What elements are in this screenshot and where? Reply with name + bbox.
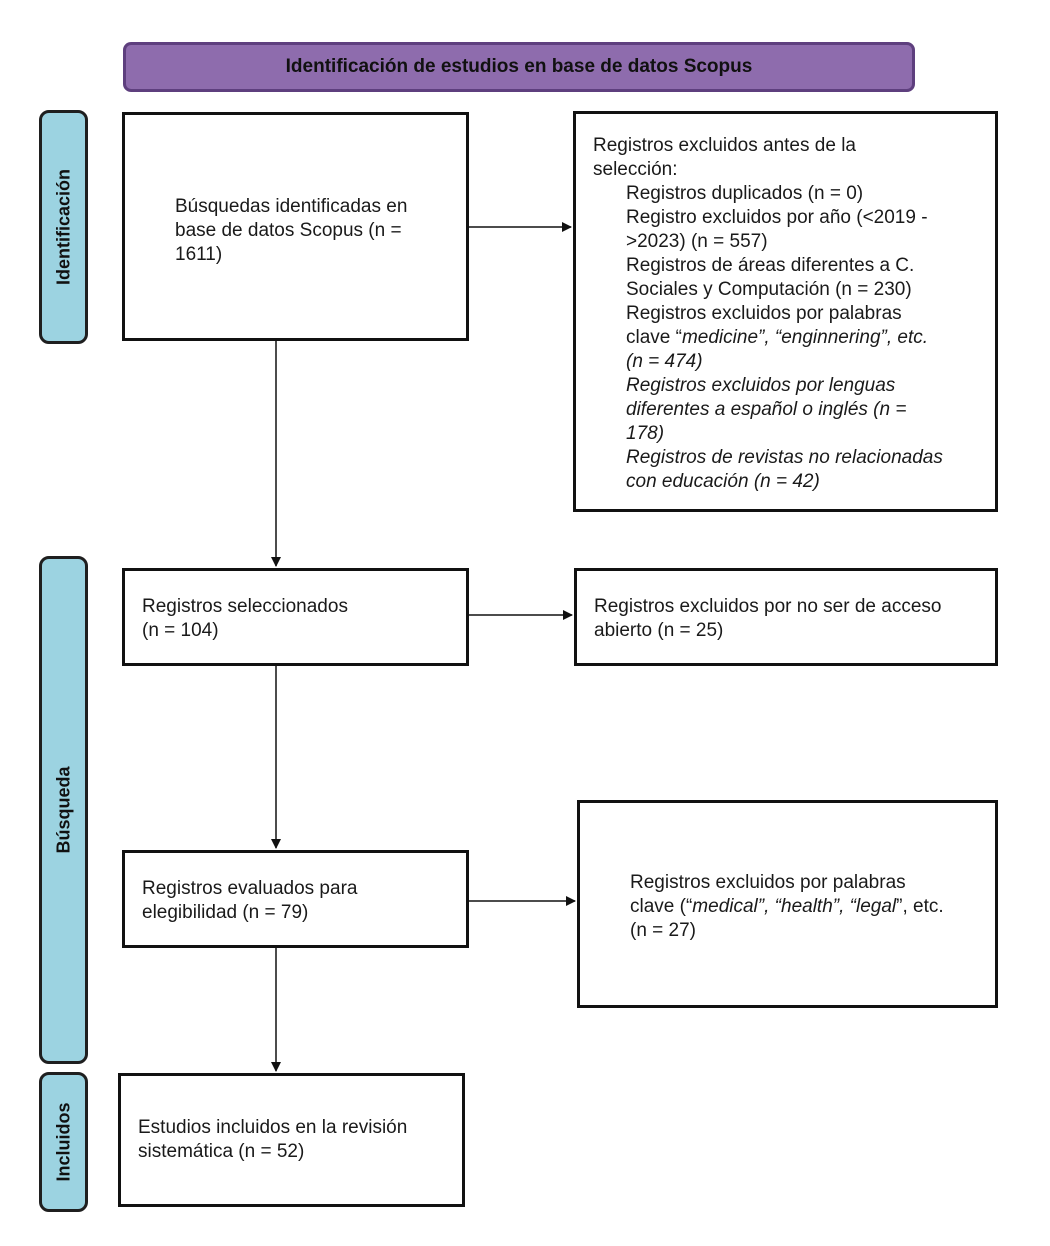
included-studies-box: Estudios incluidos en la revisión sistem… xyxy=(118,1073,465,1207)
excluded-year-1: Registro excluidos por año (<2019 - xyxy=(626,207,928,228)
identified-line-2: base de datos Scopus (n = xyxy=(175,220,402,241)
excluded-duplicates: Registros duplicados (n = 0) xyxy=(626,183,864,204)
excluded-before-heading-1: Registros excluidos antes de la xyxy=(593,135,856,156)
excluded-kw-line-1: Registros excluidos por palabras xyxy=(630,872,906,893)
selected-line-1: Registros seleccionados xyxy=(142,596,348,617)
excluded-open-line-2: abierto (n = 25) xyxy=(594,620,724,641)
excluded-keywords-2: clave “medicine”, “enginnering”, etc. xyxy=(593,326,943,350)
excluded-kw-line-2-c: ”, “ xyxy=(757,896,781,917)
evaluated-line-2: elegibilidad (n = 79) xyxy=(142,902,309,923)
header-title: Identificación de estudios en base de da… xyxy=(123,42,915,92)
included-line-2: sistemática (n = 52) xyxy=(138,1141,305,1162)
excluded-keywords-2-italic: medicine”, “enginnering”, etc. xyxy=(681,327,929,348)
excluded-kw-medical: medical xyxy=(692,896,758,917)
excluded-areas-2: Sociales y Computación (n = 230) xyxy=(626,279,912,300)
excluded-keywords-1: Registros excluidos por palabras xyxy=(626,303,902,324)
selected-line-2: (n = 104) xyxy=(142,620,219,641)
excluded-kw-line-2-e: ”, “ xyxy=(832,896,856,917)
excluded-kw-line-2-g: ”, etc. xyxy=(896,896,944,917)
excluded-areas-1: Registros de áreas diferentes a C. xyxy=(626,255,915,276)
phase-incluidos: Incluidos xyxy=(39,1072,88,1212)
excluded-kw-legal: legal xyxy=(856,896,897,917)
included-line-1: Estudios incluidos en la revisión xyxy=(138,1117,408,1138)
excluded-open-access-box: Registros excluidos por no ser de acceso… xyxy=(574,568,998,666)
excluded-keywords-count: (n = 474) xyxy=(626,351,703,372)
excluded-kw-health: health xyxy=(781,896,833,917)
excluded-year-2: >2023) (n = 557) xyxy=(626,231,768,252)
phase-busqueda: Búsqueda xyxy=(39,556,88,1064)
identified-records-box: Búsquedas identificadas en base de datos… xyxy=(122,112,469,341)
identified-line-1: Búsquedas identificadas en xyxy=(175,196,408,217)
excluded-before-heading-2: selección: xyxy=(593,159,678,180)
excluded-keywords-2-prefix: clave “ xyxy=(626,327,682,348)
excluded-languages-2: diferentes a español o inglés (n = xyxy=(626,399,907,420)
selected-records-box: Registros seleccionados (n = 104) xyxy=(122,568,469,666)
excluded-languages-1: Registros excluidos por lenguas xyxy=(626,375,896,396)
excluded-keywords-box: Registros excluidos por palabras clave (… xyxy=(577,800,998,1008)
identified-line-3: 1611) xyxy=(175,244,223,265)
excluded-kw-line-2: clave (“medical”, “health”, “legal”, etc… xyxy=(630,895,944,919)
evaluated-line-1: Registros evaluados para xyxy=(142,878,358,899)
excluded-kw-line-2-a: clave (“ xyxy=(630,896,693,917)
excluded-journals-1: Registros de revistas no relacionadas xyxy=(626,447,943,468)
excluded-kw-line-3: (n = 27) xyxy=(630,920,697,941)
excluded-before-selection-box: Registros excluidos antes de la selecció… xyxy=(573,111,998,512)
excluded-journals-2: con educación (n = 42) xyxy=(626,471,820,492)
excluded-open-line-1: Registros excluidos por no ser de acceso xyxy=(594,596,942,617)
evaluated-records-box: Registros evaluados para elegibilidad (n… xyxy=(122,850,469,948)
excluded-languages-3: 178) xyxy=(626,423,665,444)
phase-identificacion: Identificación xyxy=(39,110,88,344)
